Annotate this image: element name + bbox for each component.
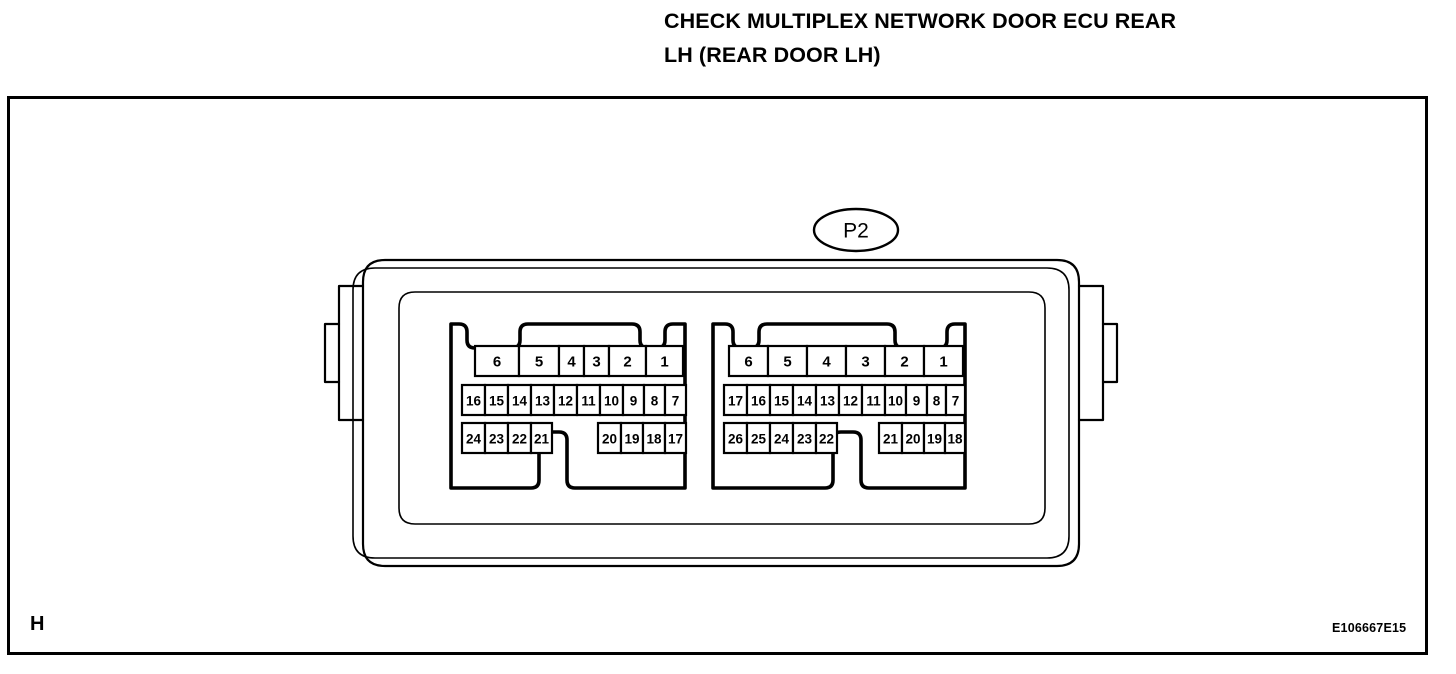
callout-label: P2 xyxy=(843,220,869,243)
pin-label: 2 xyxy=(623,354,631,371)
pin-label: 9 xyxy=(630,394,638,409)
pin-label: 21 xyxy=(534,432,550,447)
pin-label: 10 xyxy=(604,394,619,409)
pin-label: 7 xyxy=(952,394,960,409)
left-cavity: 6 5 4 3 2 1 16 15 14 13 12 11 10 9 xyxy=(449,322,688,490)
pin-label: 20 xyxy=(905,432,920,447)
pin-label: 15 xyxy=(489,394,505,409)
left-cavity-row-2: 16 15 14 13 12 11 10 9 8 7 xyxy=(460,383,688,417)
pin-label: 12 xyxy=(843,394,858,409)
pin-label: 6 xyxy=(744,354,752,371)
right-cavity: 6 5 4 3 2 1 17 16 15 14 13 12 11 xyxy=(711,322,967,490)
left-cavity-row-1: 6 5 4 3 2 1 xyxy=(473,344,685,378)
pin-label: 13 xyxy=(535,394,551,409)
left-cavity-row-3-right-group: 20 19 18 17 xyxy=(596,421,688,455)
pin-label: 5 xyxy=(535,354,543,371)
pin-label: 24 xyxy=(774,432,790,447)
pin-label: 8 xyxy=(933,394,941,409)
pin-label: 16 xyxy=(466,394,482,409)
page-title: CHECK MULTIPLEX NETWORK DOOR ECU REAR LH… xyxy=(664,9,1177,67)
pin-label: 5 xyxy=(783,354,791,371)
pin-label: 19 xyxy=(927,432,942,447)
pin-label: 16 xyxy=(751,394,767,409)
pin-label: 1 xyxy=(660,354,668,371)
callout-p2: P2 xyxy=(812,207,900,253)
pin-label: 21 xyxy=(883,432,899,447)
pin-label: 10 xyxy=(888,394,903,409)
pin-label: 7 xyxy=(672,394,680,409)
pin-label: 1 xyxy=(939,354,947,371)
connector-diagram: P2 6 5 4 3 2 1 xyxy=(323,207,1119,568)
figure-frame xyxy=(7,96,1428,655)
figure-reference-code: E106667E15 xyxy=(1332,621,1407,635)
pin-label: 23 xyxy=(797,432,813,447)
pin-label: 25 xyxy=(751,432,767,447)
pin-label: 13 xyxy=(820,394,836,409)
pin-label: 19 xyxy=(624,432,639,447)
callout-ellipse xyxy=(812,207,900,253)
pin-label: 26 xyxy=(728,432,744,447)
pin-label: 22 xyxy=(512,432,527,447)
pin-label: 17 xyxy=(668,432,683,447)
pin-label: 3 xyxy=(861,354,869,371)
pin-label: 12 xyxy=(558,394,573,409)
pin-label: 18 xyxy=(947,432,963,447)
pin-label: 9 xyxy=(913,394,921,409)
pin-label: 24 xyxy=(466,432,482,447)
right-cavity-row-2: 17 16 15 14 13 12 11 10 9 8 7 xyxy=(722,383,967,417)
right-cavity-row-3-left-group: 26 25 24 23 22 xyxy=(722,421,839,455)
pin-label: 11 xyxy=(581,394,596,409)
view-orientation-marker: H xyxy=(30,613,45,635)
pin-label: 11 xyxy=(866,394,881,409)
connector-housing xyxy=(323,258,1119,568)
right-cavity-row-1: 6 5 4 3 2 1 xyxy=(727,344,965,378)
right-cavity-row-3-right-group: 21 20 19 18 xyxy=(877,421,967,455)
pin-label: 14 xyxy=(797,394,813,409)
pin-label: 8 xyxy=(651,394,659,409)
left-cavity-row-3-left-group: 24 23 22 21 xyxy=(460,421,554,455)
pin-label: 23 xyxy=(489,432,505,447)
pin-label: 18 xyxy=(646,432,662,447)
pin-label: 17 xyxy=(728,394,743,409)
pin-label: 20 xyxy=(602,432,617,447)
pin-label: 15 xyxy=(774,394,790,409)
pin-label: 22 xyxy=(819,432,834,447)
pin-label: 2 xyxy=(900,354,908,371)
pin-label: 3 xyxy=(592,354,600,371)
pin-label: 6 xyxy=(493,354,501,371)
pin-label: 14 xyxy=(512,394,528,409)
pin-label: 4 xyxy=(567,354,576,371)
pin-label: 4 xyxy=(822,354,831,371)
